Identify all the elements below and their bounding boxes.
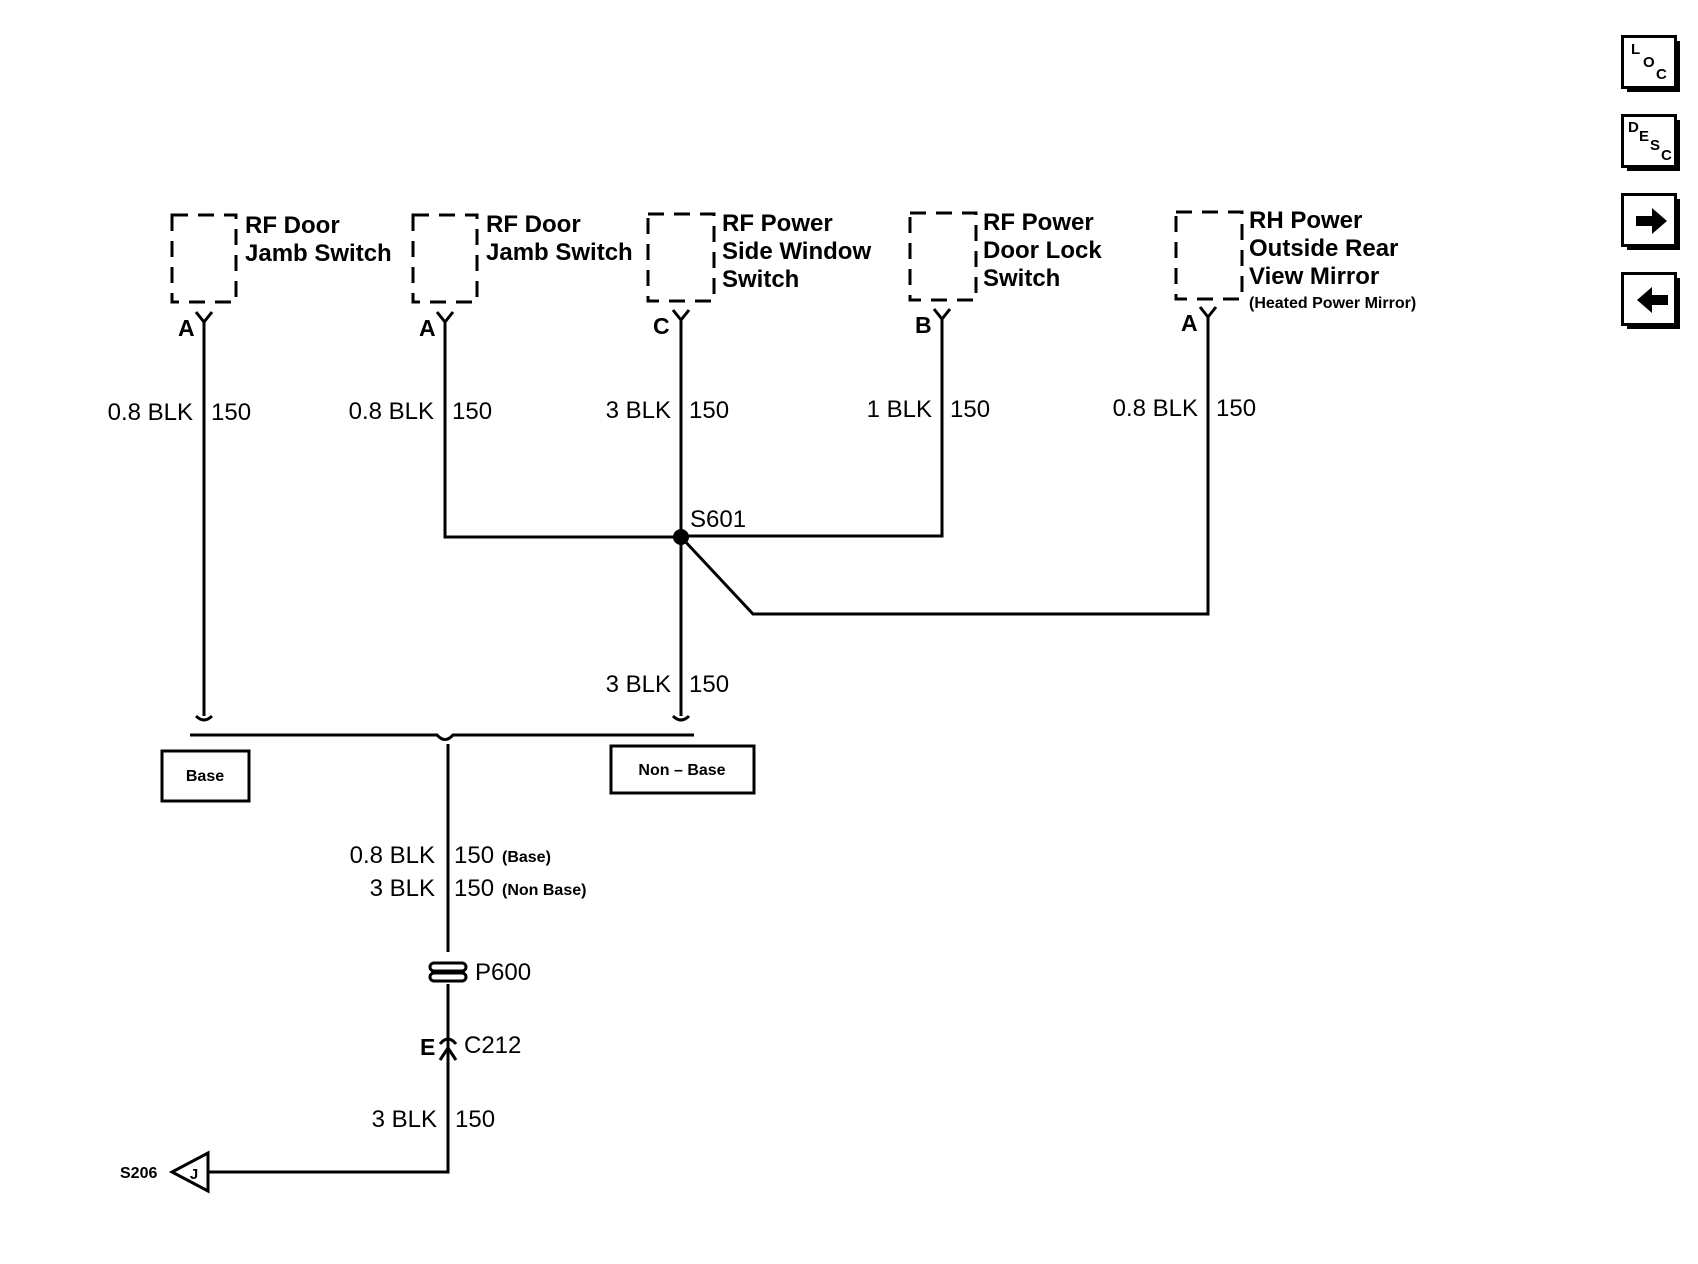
option-label-base: Base xyxy=(186,768,224,785)
wire-gauge-label: 1 BLK xyxy=(867,396,932,423)
arrow-right-icon xyxy=(1636,208,1667,234)
circuit-label: 150 xyxy=(689,671,729,698)
circuit-label: 150 xyxy=(455,1106,495,1133)
wire xyxy=(681,317,944,538)
wire xyxy=(208,1170,450,1174)
circuit-label: 150 xyxy=(1216,395,1256,422)
circuit-label: 150 xyxy=(211,399,251,426)
wire-gauge-label: 3 BLK xyxy=(606,671,671,698)
wire-gauge-label: 3 BLK xyxy=(372,1106,437,1133)
splice-label: S601 xyxy=(690,506,746,533)
wire-gauge-label: 3 BLK xyxy=(370,875,435,902)
component-box-rf-door-jamb-2 xyxy=(411,213,479,304)
pin-label: A xyxy=(178,315,195,341)
wire-gauge-label: 0.8 BLK xyxy=(350,842,435,869)
ground-connector-triangle xyxy=(168,1150,210,1194)
connector-mark xyxy=(438,1045,458,1061)
pin-label: C xyxy=(653,313,670,339)
back-button[interactable] xyxy=(1621,272,1680,329)
component-box-rh-mirror xyxy=(1174,210,1244,301)
circuit-label: 150 xyxy=(950,396,990,423)
circuit-label: 150 xyxy=(454,875,494,902)
option-brace xyxy=(194,714,214,722)
pin-label: A xyxy=(1181,310,1198,336)
loc-letter: L xyxy=(1631,41,1641,58)
component-box-rf-door-jamb-1 xyxy=(170,213,238,304)
wire xyxy=(443,320,681,539)
desc-letter: S xyxy=(1650,137,1661,154)
desc-letter: E xyxy=(1639,128,1650,145)
circuit-label: 150 xyxy=(454,842,494,869)
loc-letter: C xyxy=(1656,66,1667,83)
component-box-rf-window-switch xyxy=(646,212,716,303)
desc-letter: C xyxy=(1661,147,1672,164)
wire xyxy=(679,315,1210,616)
pin-label: B xyxy=(915,312,932,338)
component-box-rf-door-lock xyxy=(908,211,978,302)
wire-gauge-label: 0.8 BLK xyxy=(349,398,434,425)
circuit-label: 150 xyxy=(452,398,492,425)
option-brace xyxy=(671,714,691,722)
desc-button[interactable]: D E S C xyxy=(1621,114,1680,171)
pin-label: A xyxy=(419,315,436,341)
ground-connector-letter: J xyxy=(190,1166,198,1183)
forward-button[interactable] xyxy=(1621,193,1680,250)
option-box-non-base xyxy=(609,744,756,795)
option-note: (Non Base) xyxy=(502,882,586,899)
wire-gauge-label: 0.8 BLK xyxy=(1113,395,1198,422)
splice-dot xyxy=(673,529,689,545)
connector-label: C212 xyxy=(464,1032,521,1059)
option-box-base xyxy=(160,749,251,803)
desc-letter: D xyxy=(1628,119,1639,136)
ground-label: S206 xyxy=(120,1165,157,1182)
pass-through-grommet xyxy=(428,961,468,983)
component-note: (Heated Power Mirror) xyxy=(1249,295,1416,312)
pass-through-label: P600 xyxy=(475,959,531,986)
option-note: (Base) xyxy=(502,849,551,866)
loc-letter: O xyxy=(1643,54,1655,71)
loc-button[interactable]: L O C xyxy=(1621,35,1680,92)
connector-mark xyxy=(438,1037,458,1045)
option-label-non-base: Non – Base xyxy=(638,762,725,779)
connector-pin-label: E xyxy=(420,1034,435,1060)
circuit-label: 150 xyxy=(689,397,729,424)
arrow-left-icon xyxy=(1637,287,1668,313)
wire-gauge-label: 0.8 BLK xyxy=(108,399,193,426)
wire-gauge-label: 3 BLK xyxy=(606,397,671,424)
option-brace xyxy=(190,733,694,741)
